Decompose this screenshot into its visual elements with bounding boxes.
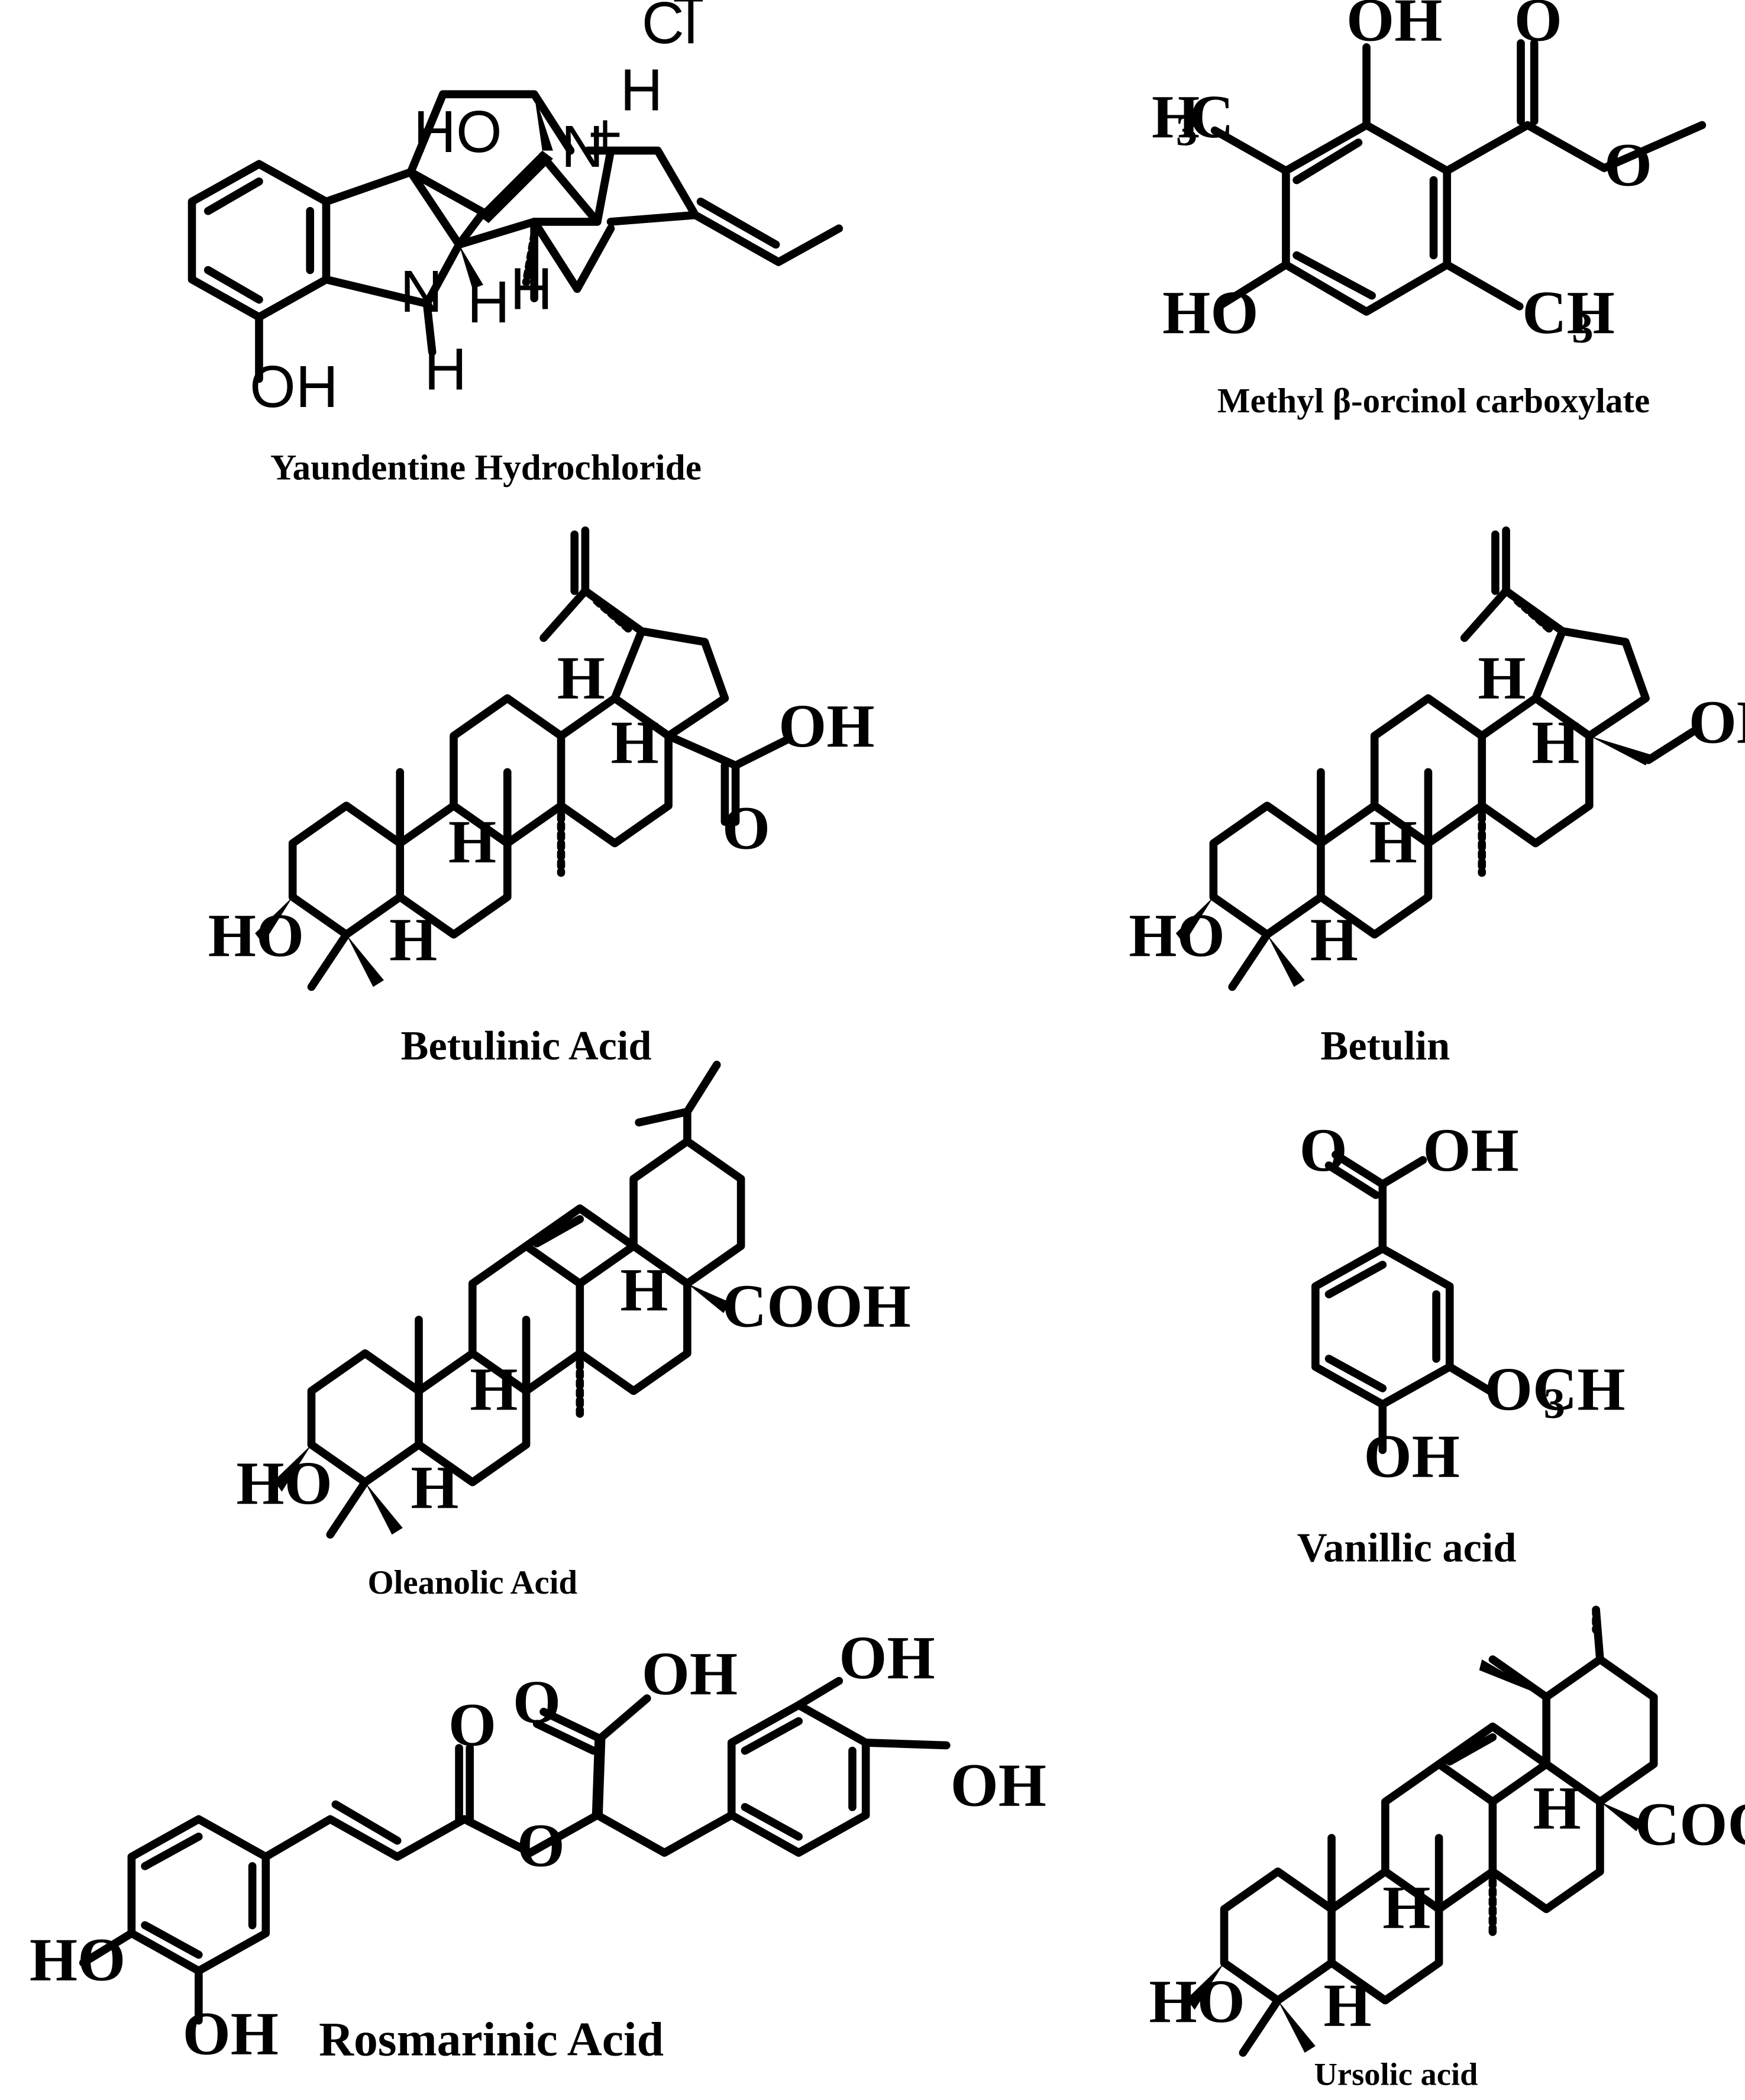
chloride-label: Cl <box>642 0 697 56</box>
o-ester-label: O <box>517 1811 565 1880</box>
oh-right-top-label: OH <box>839 1623 935 1692</box>
caption-oleanolic-acid: Oleanolic Acid <box>368 1564 578 1601</box>
amine-h-label: H <box>424 337 467 403</box>
cooh-label: COOH <box>1635 1789 1745 1858</box>
oh-phenol-label: OH <box>1364 1422 1460 1491</box>
ho-label: HO <box>1129 901 1224 970</box>
oh-acid-label: OH <box>778 692 874 760</box>
methyl-right-label: CH <box>1522 278 1615 347</box>
oh-acid-label: OH <box>1423 1116 1518 1184</box>
h-label-2: H <box>1531 707 1579 776</box>
h-label-2: H <box>1382 1873 1430 1941</box>
h-label-3: H <box>411 1453 458 1521</box>
caption-ursolic-acid: Ursolic acid <box>1314 2056 1478 2092</box>
oh-left-label: OH <box>183 1999 279 2067</box>
wedge-h-label: H <box>467 270 510 335</box>
oh-acid-label: OH <box>642 1639 738 1708</box>
o-acid-label: O <box>513 1668 561 1736</box>
structure-methyl-orcinol-carboxylate: OH O O H 3 C HO CH 3 Methyl β-orcinol ca… <box>1152 0 1707 420</box>
h-label-1: H <box>557 643 605 712</box>
caption-rosmarinic-acid: Rosmarinic Acid <box>319 2012 664 2066</box>
ho-label: HO <box>208 901 304 970</box>
ho-label: HO <box>1149 1967 1245 2036</box>
structure-vanillic-acid: O OH OCH 3 OH Vanillic acid <box>1297 1116 1626 1571</box>
h-label-1: H <box>1533 1773 1581 1842</box>
ammonium-charge: + <box>588 102 622 167</box>
caption-yaundentine: Yaundentine Hydrochloride <box>270 448 702 488</box>
methyl-left-c: C <box>1190 82 1234 151</box>
h-label-2: H <box>610 707 658 776</box>
ester-o-label: O <box>1604 131 1652 199</box>
structure-ursolic-acid: H H H COOH HO <box>1149 1605 1745 2053</box>
o-acid-label: O <box>722 794 770 862</box>
methyl-right-sub: 3 <box>1572 304 1593 352</box>
h-label-2: H <box>470 1355 518 1423</box>
structure-rosmarinic-acid: O O O OH OH OH HO OH Rosmarinic Acid <box>30 1623 1046 2067</box>
och3-label: OCH <box>1485 1355 1626 1423</box>
h-label-3: H <box>1323 1971 1371 2040</box>
h-label-4: H <box>389 905 437 974</box>
caption-betulin: Betulin <box>1320 1023 1450 1069</box>
oh-label: OH <box>1689 687 1745 756</box>
ammonium-h-label: H <box>620 58 663 124</box>
cooh-label: COOH <box>722 1271 911 1340</box>
o-carbonyl-label: O <box>1300 1116 1347 1184</box>
h-label-3: H <box>448 807 496 875</box>
chloride-charge: − <box>671 0 706 32</box>
phenol-label: OH <box>250 354 338 420</box>
o-ketone-label: O <box>448 1690 496 1759</box>
methyl-left-h: H <box>1152 82 1200 151</box>
h-label-1: H <box>620 1255 668 1324</box>
ho-label: HO <box>236 1449 332 1517</box>
caption-methyl-orcinol: Methyl β-orcinol carboxylate <box>1217 381 1650 420</box>
amine-n-label: N <box>400 259 442 325</box>
h-label-1: H <box>1478 643 1526 712</box>
structure-yaundentine-hydrochloride: Cl − HO N + H N H H H OH Yaundentine Hyd… <box>188 0 844 488</box>
oh-left-label: HO <box>1162 278 1258 347</box>
oh-top-label: OH <box>1346 0 1442 54</box>
ho-left-label: HO <box>30 1925 125 1994</box>
caption-betulinic-acid: Betulinic Acid <box>401 1023 652 1069</box>
structure-betulin: H H H H OH HO <box>1129 526 1745 987</box>
structure-oleanolic-acid: H H H COOH HO <box>236 1061 911 1534</box>
ammonium-n-label: N <box>561 114 604 180</box>
och3-sub: 3 <box>1544 1379 1565 1427</box>
oh-right-label: OH <box>951 1751 1046 1820</box>
hash-h-label: H <box>510 256 552 322</box>
methyl-left-sub: 3 <box>1176 107 1197 155</box>
carbonyl-o-label: O <box>1514 0 1562 54</box>
caption-vanillic-acid: Vanillic acid <box>1297 1525 1517 1571</box>
h-label-4: H <box>1310 905 1358 974</box>
hydroxyl-bridge-label: HO <box>413 99 502 165</box>
h-label-3: H <box>1369 807 1417 875</box>
structure-betulinic-acid: H H H H OH O HO Betulinic Acid <box>208 526 875 1069</box>
